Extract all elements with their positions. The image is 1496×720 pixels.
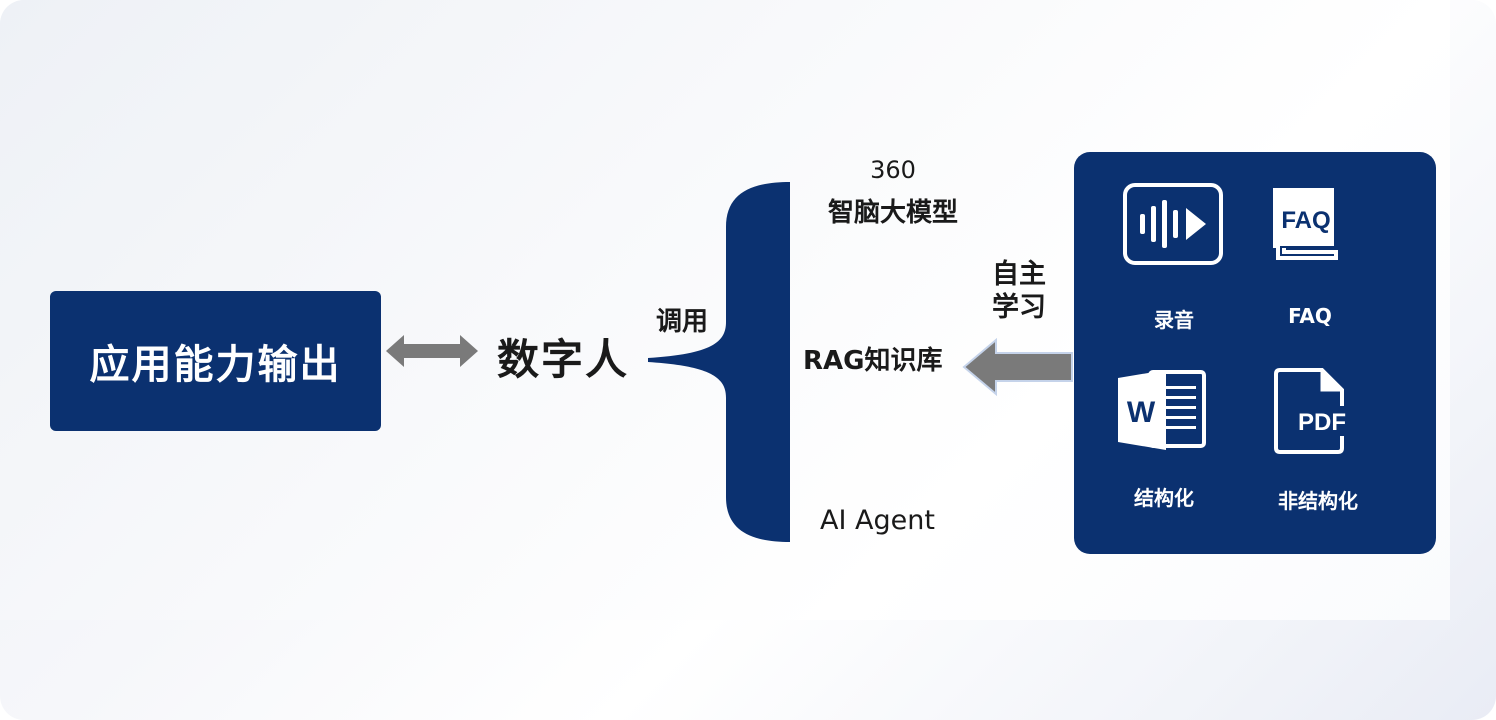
pdf-icon-text: PDF xyxy=(1298,409,1346,436)
self-learning-label: 自主 学习 xyxy=(992,258,1046,324)
curly-brace-shape xyxy=(648,182,790,542)
self-learning-line2: 学习 xyxy=(992,292,1046,323)
model-number-label: 360 xyxy=(870,156,916,184)
left-arrow-icon xyxy=(962,338,1073,396)
word-document-icon: W xyxy=(1118,370,1206,450)
app-output-label: 应用能力输出 xyxy=(89,342,342,388)
double-arrow-icon xyxy=(386,335,478,367)
faq-icon-text: FAQ xyxy=(1281,207,1330,234)
call-label: 调用 xyxy=(656,307,709,337)
rag-knowledge-label: RAG知识库 xyxy=(803,346,943,376)
audio-play-icon xyxy=(1123,183,1223,265)
faq-book-icon: FAQ xyxy=(1273,188,1338,260)
data-sources-panel: 录音 FAQ FAQ W 结构化 PDF 非结构化 xyxy=(1074,152,1436,554)
digital-human-label: 数字人 xyxy=(497,335,630,384)
structured-label: 结构化 xyxy=(1134,486,1194,510)
faq-label: FAQ xyxy=(1288,304,1332,328)
recording-label: 录音 xyxy=(1154,308,1194,332)
app-output-box: 应用能力输出 xyxy=(50,291,381,431)
word-icon-text: W xyxy=(1127,396,1156,429)
self-learning-line1: 自主 xyxy=(992,259,1046,290)
unstructured-label: 非结构化 xyxy=(1278,489,1358,513)
model-name-label: 智脑大模型 xyxy=(827,198,958,228)
pdf-file-icon: PDF xyxy=(1274,368,1354,454)
ai-agent-label: AI Agent xyxy=(820,505,935,536)
